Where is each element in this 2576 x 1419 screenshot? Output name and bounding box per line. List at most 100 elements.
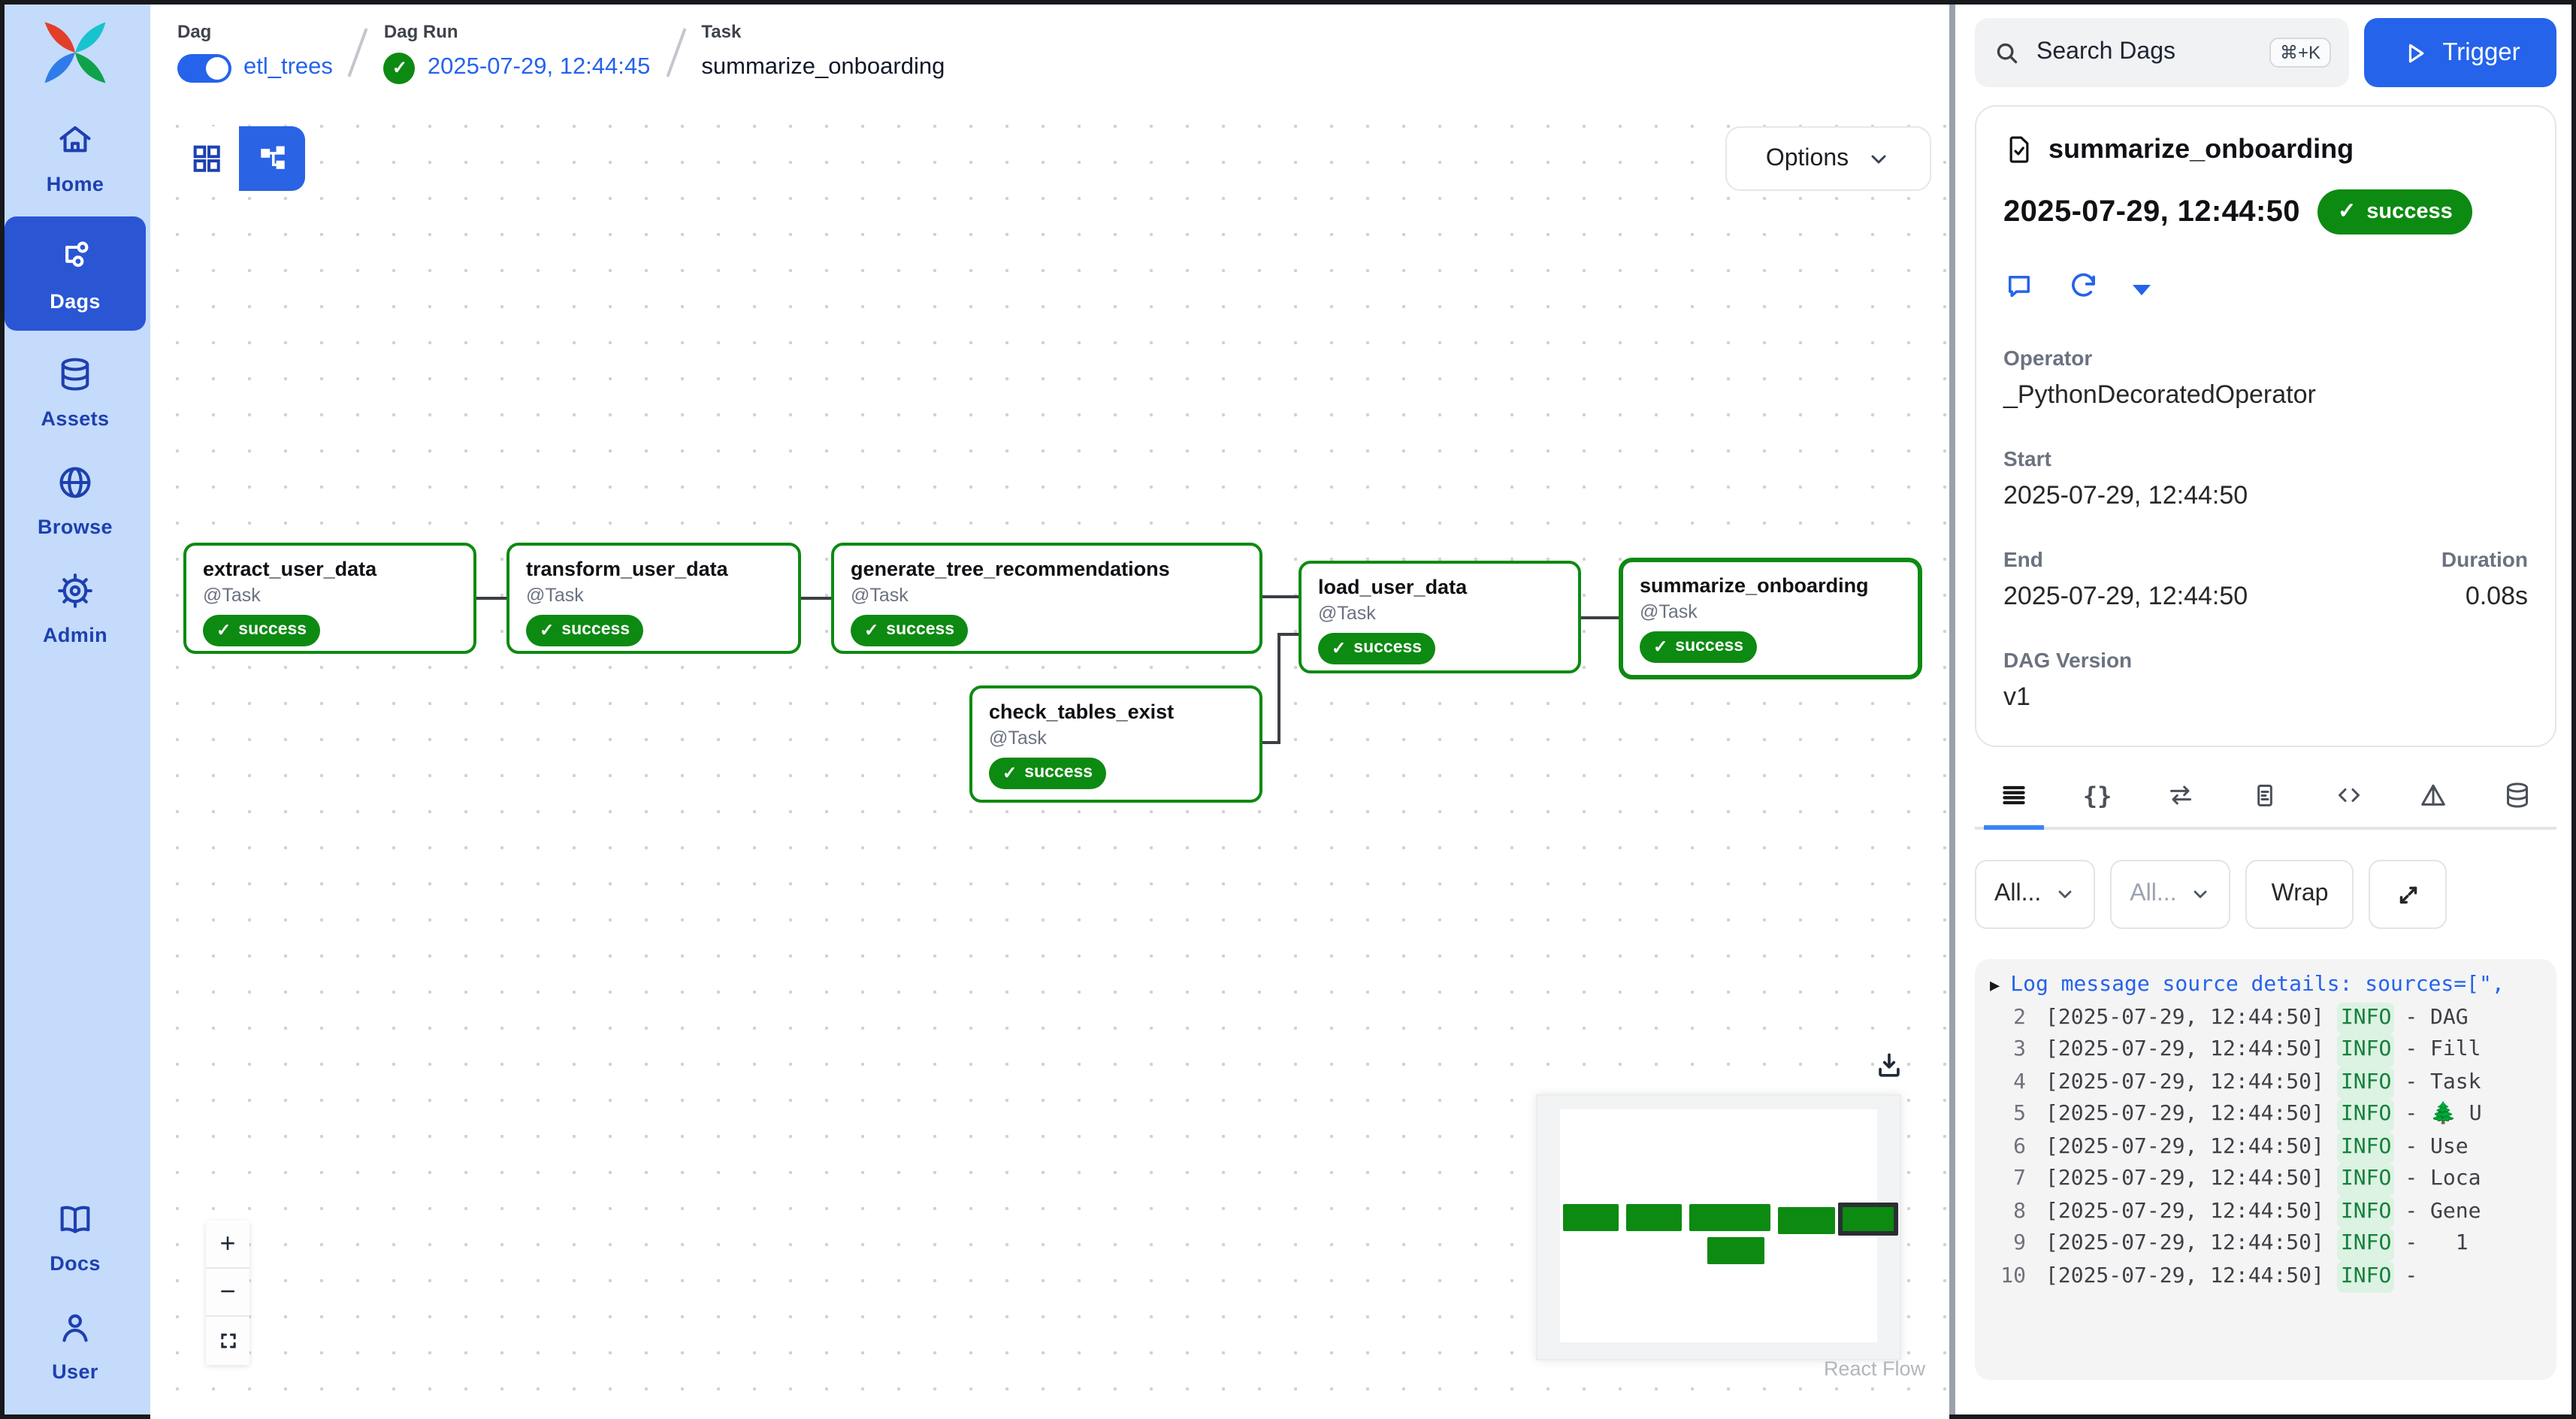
gear-icon	[56, 571, 95, 618]
search-placeholder: Search Dags	[2036, 39, 2175, 65]
react-flow-attribution[interactable]: React Flow	[1823, 1357, 1925, 1380]
view-mode-toggle	[173, 126, 305, 191]
tab-logs[interactable]	[1984, 768, 2044, 830]
sidebar-item-label: Home	[46, 173, 104, 195]
breadcrumb-separator	[348, 28, 369, 77]
sidebar-item-label: Dags	[50, 290, 101, 313]
dag-graph-canvas[interactable]: Options extract_user_data @Task ✓success…	[150, 105, 1949, 1419]
panel-resizer[interactable]	[1949, 0, 1955, 1419]
comment-icon	[2009, 276, 2030, 298]
log-line: 6[2025-07-29, 12:44:50]INFO- Use	[1990, 1131, 2541, 1163]
tab-xcom[interactable]: {}	[2068, 770, 2127, 830]
task-node-summarize-onboarding[interactable]: summarize_onboarding @Task ✓success	[1619, 558, 1922, 679]
task-node-generate-tree-recommendations[interactable]: generate_tree_recommendations @Task ✓suc…	[831, 543, 1262, 654]
airflow-logo[interactable]	[0, 12, 150, 102]
log-expander-icon[interactable]: ▶	[1990, 976, 2000, 995]
task-node-title: load_user_data	[1318, 576, 1468, 598]
topbar: Search Dags ⌘+K Trigger	[1975, 0, 2556, 105]
breadcrumb-task-label: Task	[701, 21, 742, 42]
sidebar-item-label: Admin	[43, 624, 107, 646]
task-title: summarize_onboarding	[2048, 134, 2354, 164]
sidebar-item-label: Docs	[50, 1252, 101, 1275]
task-node-check-tables-exist[interactable]: check_tables_exist @Task ✓success	[969, 685, 1262, 803]
task-node-title: transform_user_data	[526, 558, 728, 580]
dags-icon	[56, 238, 95, 284]
database-icon	[2506, 782, 2528, 808]
grid-icon	[192, 145, 219, 172]
chevron-down-icon	[2194, 891, 2207, 898]
log-summary-text: Log message source details: sources=[",	[2010, 973, 2505, 997]
check-icon: ✓	[2337, 200, 2357, 224]
tab-rendered-templates[interactable]	[2151, 768, 2211, 830]
sidebar-item-label: Assets	[41, 407, 110, 430]
task-status-badge: ✓success	[203, 615, 321, 646]
minimap-node	[1778, 1207, 1835, 1234]
graph-minimap[interactable]	[1536, 1094, 1901, 1360]
task-node-subtitle: @Task	[851, 585, 909, 606]
log-source-select[interactable]: All...	[1975, 860, 2096, 929]
task-node-load-user-data[interactable]: load_user_data @Task ✓success	[1299, 561, 1581, 673]
task-status-badge: ✓success	[989, 758, 1107, 789]
task-node-subtitle: @Task	[1318, 603, 1376, 624]
log-line: 9[2025-07-29, 12:44:50]INFO- 1	[1990, 1228, 2541, 1260]
download-graph-button[interactable]	[1873, 1049, 1906, 1090]
play-icon	[2409, 43, 2424, 62]
task-details-panel: Search Dags ⌘+K Trigger summarize_onboar…	[1955, 0, 2576, 1419]
sidebar-item-admin[interactable]: Admin	[0, 553, 150, 661]
log-level-select[interactable]: All...	[2110, 860, 2231, 929]
caret-down-icon	[2133, 285, 2151, 295]
airflow-pinwheel-icon	[44, 22, 106, 83]
fit-view-button[interactable]	[206, 1317, 249, 1365]
chevron-down-icon	[1871, 154, 1886, 163]
task-node-subtitle: @Task	[526, 585, 584, 606]
sidebar-item-docs[interactable]: Docs	[0, 1181, 150, 1290]
tab-events[interactable]	[2403, 768, 2463, 830]
operator-value: _PythonDecoratedOperator	[2003, 380, 2316, 409]
task-node-extract-user-data[interactable]: extract_user_data @Task ✓success	[183, 543, 476, 654]
check-icon: ✓	[1332, 640, 1347, 658]
database-icon	[56, 355, 95, 401]
detail-tabs: {}	[1975, 768, 2556, 830]
sidebar-item-assets[interactable]: Assets	[0, 337, 150, 445]
sidebar-item-home[interactable]: Home	[0, 102, 150, 210]
expand-logs-button[interactable]	[2369, 860, 2448, 929]
log-source-value: All...	[1994, 881, 2042, 906]
sidebar-item-browse[interactable]: Browse	[0, 445, 150, 553]
duration-value: 0.08s	[2465, 582, 2528, 610]
dag-version-label: DAG Version	[2003, 648, 2133, 672]
swap-arrows-icon	[2170, 785, 2192, 805]
dag-pause-toggle[interactable]	[177, 53, 231, 82]
minimap-node-selected	[1838, 1202, 1898, 1236]
zoom-out-button[interactable]: −	[206, 1269, 249, 1317]
sidebar-item-dags[interactable]: Dags	[5, 216, 146, 331]
search-input[interactable]: Search Dags ⌘+K	[1975, 18, 2349, 87]
log-output[interactable]: ▶ Log message source details: sources=[",…	[1975, 959, 2556, 1380]
code-icon	[2339, 788, 2360, 802]
breadcrumb-dag: Dag etl_trees	[177, 21, 333, 84]
tab-code[interactable]	[2319, 768, 2379, 830]
wrap-toggle-button[interactable]: Wrap	[2245, 860, 2354, 929]
tab-asset-events[interactable]	[2487, 768, 2547, 830]
log-list-icon	[2003, 785, 2025, 805]
sidebar-item-user[interactable]: User	[0, 1290, 150, 1398]
breadcrumb-dag-run-link[interactable]: 2025-07-29, 12:44:45	[427, 54, 651, 80]
zoom-in-button[interactable]: +	[206, 1221, 249, 1269]
clear-task-button[interactable]	[2068, 271, 2100, 310]
task-status-badge: ✓success	[526, 615, 644, 646]
grid-view-button[interactable]	[173, 126, 239, 191]
minimap-node	[1689, 1203, 1771, 1232]
breadcrumb-dag-link[interactable]: etl_trees	[243, 54, 333, 80]
check-icon: ✓	[1002, 765, 1017, 783]
log-line: 3[2025-07-29, 12:44:50]INFO- Fill	[1990, 1034, 2541, 1067]
more-actions-dropdown[interactable]	[2133, 277, 2151, 304]
trigger-dag-button[interactable]: Trigger	[2364, 18, 2556, 87]
minimap-node	[1707, 1236, 1764, 1264]
add-note-button[interactable]	[2003, 271, 2035, 310]
tab-task-details[interactable]	[2235, 768, 2295, 830]
log-line: 4[2025-07-29, 12:44:50]INFO- Task	[1990, 1067, 2541, 1099]
home-icon	[56, 120, 95, 167]
graph-view-button[interactable]	[239, 126, 305, 191]
task-node-transform-user-data[interactable]: transform_user_data @Task ✓success	[506, 543, 801, 654]
warning-triangle-icon	[2421, 784, 2445, 806]
options-dropdown[interactable]: Options	[1725, 126, 1931, 191]
